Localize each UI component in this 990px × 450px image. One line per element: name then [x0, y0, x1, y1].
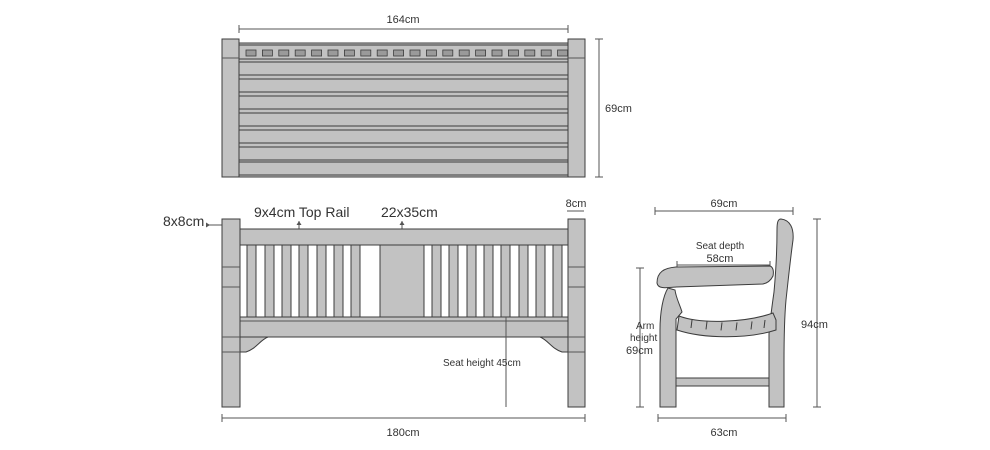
- side-seat-slat-line: [705, 321, 708, 330]
- top-seat-slat: [238, 61, 569, 76]
- top-back-slot: [311, 49, 323, 57]
- side-seat-slats: [676, 312, 777, 338]
- side-seat-slat-line: [690, 319, 693, 329]
- leg-section-arrow-head: [206, 222, 210, 228]
- top-back-slot: [327, 49, 339, 57]
- front-right-bracket: [539, 336, 569, 353]
- front-back-slat: [552, 244, 563, 318]
- top-back-slot: [409, 49, 421, 57]
- side-seat-slat-line: [763, 319, 766, 329]
- top-back-slot: [278, 49, 290, 57]
- arm-height-line2: height: [630, 333, 657, 344]
- top-seat-slat: [238, 161, 569, 176]
- top-rail-label: 9x4cm Top Rail: [254, 204, 349, 220]
- side-stretcher: [675, 377, 770, 387]
- front-width-label: 180cm: [386, 427, 419, 439]
- top-seat-slat: [238, 146, 569, 161]
- front-back-slat: [333, 244, 344, 318]
- top-back-slats: [245, 49, 568, 57]
- front-back-slat: [246, 244, 257, 318]
- seat-depth-value: 58cm: [707, 253, 734, 265]
- leg-section-label: 8x8cm: [163, 213, 204, 229]
- top-back-slot: [425, 49, 437, 57]
- top-back-slot: [245, 49, 257, 57]
- front-center-panel: [379, 244, 425, 318]
- side-view: 69cm Seat depth 58cm Arm height 69cm 94c…: [626, 198, 828, 439]
- side-height-label: 94cm: [801, 319, 828, 331]
- top-view: 164cm 69cm: [221, 14, 632, 178]
- front-left-post: [221, 218, 241, 408]
- top-back-slot: [376, 49, 388, 57]
- center-panel-arrow-head: [399, 221, 405, 225]
- center-panel-label: 22x35cm: [381, 204, 438, 220]
- top-back-slot: [442, 49, 454, 57]
- top-back-slot: [491, 49, 503, 57]
- side-seat-slat-line: [720, 322, 723, 331]
- top-depth-label: 69cm: [605, 103, 632, 115]
- side-base-label: 63cm: [711, 427, 738, 439]
- front-back-slat: [518, 244, 529, 318]
- top-back-slot: [393, 49, 405, 57]
- front-back-slats: [246, 244, 563, 318]
- seat-height-label: Seat height 45cm: [443, 358, 521, 369]
- front-back-slat: [316, 244, 327, 318]
- front-top-rail: [239, 228, 569, 246]
- side-back-post: [768, 218, 794, 408]
- top-back-slot: [261, 49, 273, 57]
- front-back-slat: [281, 244, 292, 318]
- side-seat-slat-line: [735, 322, 738, 331]
- top-back-slot: [360, 49, 372, 57]
- top-back-slot: [294, 49, 306, 57]
- top-back-slot: [458, 49, 470, 57]
- front-back-slat: [350, 244, 361, 318]
- top-rail-arrow-head: [296, 221, 302, 225]
- front-back-slat: [500, 244, 511, 318]
- front-seat-rail: [239, 316, 569, 338]
- front-back-slat: [264, 244, 275, 318]
- front-back-slat: [483, 244, 494, 318]
- side-seat-slat-lines: [690, 319, 766, 331]
- arm-height-value: 69cm: [626, 345, 653, 357]
- top-seat-slat: [238, 112, 569, 127]
- front-back-slat: [466, 244, 477, 318]
- top-back-slot: [524, 49, 536, 57]
- top-seat-slats: [238, 61, 569, 176]
- seat-depth-title: Seat depth: [696, 241, 744, 252]
- side-front-leg: [659, 287, 683, 408]
- front-right-post: [567, 218, 586, 408]
- top-seat-slat: [238, 95, 569, 110]
- front-back-slat: [448, 244, 459, 318]
- top-back-slot: [343, 49, 355, 57]
- top-back-slot: [540, 49, 552, 57]
- side-armrest: [656, 265, 774, 289]
- front-back-slat: [535, 244, 546, 318]
- top-seat-slat: [238, 129, 569, 144]
- front-left-bracket: [239, 336, 269, 353]
- top-back-slot: [475, 49, 487, 57]
- front-back-slat: [298, 244, 309, 318]
- top-width-label: 164cm: [386, 14, 419, 26]
- front-view: 8cm 8x8cm 9x4cm Top Rail 22x35cm: [163, 198, 586, 439]
- side-seat-slat-line: [750, 321, 753, 330]
- post-width-label: 8cm: [566, 198, 587, 210]
- front-back-slat: [431, 244, 442, 318]
- top-back-slot: [557, 49, 568, 57]
- top-right-post: [567, 38, 586, 178]
- top-left-post: [221, 38, 240, 178]
- arm-height-line1: Arm: [636, 321, 654, 332]
- top-seat-slat: [238, 78, 569, 93]
- side-depth-label: 69cm: [711, 198, 738, 210]
- top-back-slot: [507, 49, 519, 57]
